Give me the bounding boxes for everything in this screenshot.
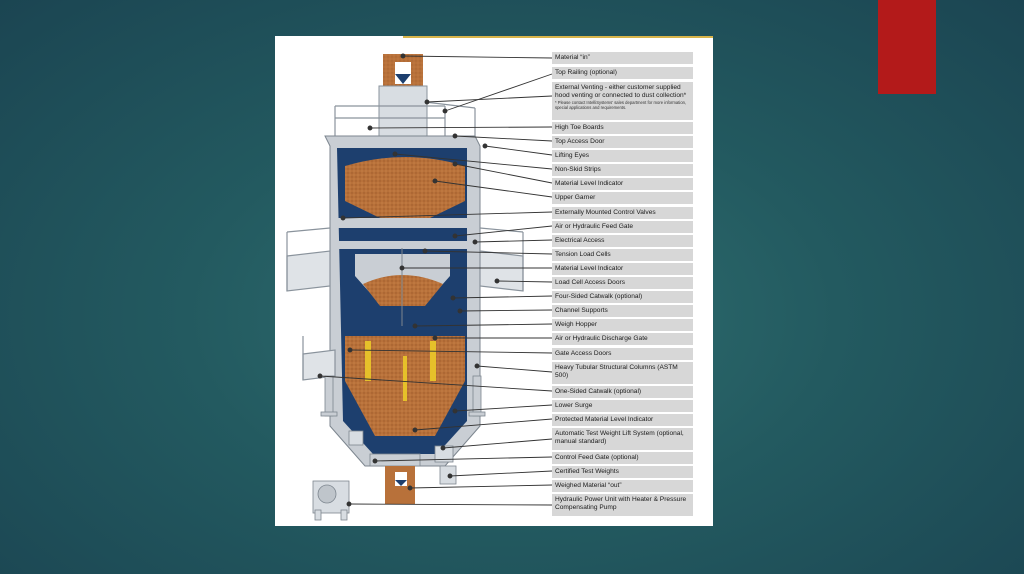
callout-label: One-Sided Catwalk (optional) — [552, 386, 693, 398]
callout-label: Electrical Access — [552, 235, 693, 247]
callout-label: Certified Test Weights — [552, 466, 693, 478]
feed-gate-plate — [337, 241, 467, 249]
callout-label: High Toe Boards — [552, 122, 693, 134]
callout-label: Air or Hydraulic Discharge Gate — [552, 333, 693, 345]
garner-floor — [337, 218, 467, 228]
callout-label: Material “in” — [552, 52, 693, 64]
callout-label: Top Railing (optional) — [552, 67, 693, 79]
hydraulic-power-unit — [313, 481, 349, 520]
diagram-panel: Material “in” Top Railing (optional) Ext… — [275, 36, 713, 526]
callout-label: Protected Material Level Indicator — [552, 414, 693, 426]
callout-label: Upper Garner — [552, 192, 693, 204]
callout-label: Non-Skid Strips — [552, 164, 693, 176]
callout-label: Load Cell Access Doors — [552, 277, 693, 289]
callout-label: Material Level Indicator — [552, 263, 693, 275]
callout-label: Externally Mounted Control Valves — [552, 207, 693, 219]
outlet-chute — [370, 454, 420, 504]
callout-label: External Venting - either customer suppl… — [552, 82, 693, 120]
callout-label: Control Feed Gate (optional) — [552, 452, 693, 464]
callout-note: * Please contact IntelliSystems' sales d… — [555, 100, 690, 110]
accent-bar — [878, 0, 936, 94]
callout-label: Weighed Material “out” — [552, 480, 693, 492]
callout-label: Heavy Tubular Structural Columns (ASTM 5… — [552, 362, 693, 384]
callout-label: Material Level Indicator — [552, 178, 693, 190]
callout-label: Tension Load Cells — [552, 249, 693, 261]
callout-label: Top Access Door — [552, 136, 693, 148]
callout-label: Weigh Hopper — [552, 319, 693, 331]
callout-label: Channel Supports — [552, 305, 693, 317]
callout-label: Lower Surge — [552, 400, 693, 412]
upper-garner — [345, 157, 465, 218]
callout-label: Gate Access Doors — [552, 348, 693, 360]
callout-label: Air or Hydraulic Feed Gate — [552, 221, 693, 233]
callout-label: Lifting Eyes — [552, 150, 693, 162]
callout-label: Automatic Test Weight Lift System (optio… — [552, 428, 693, 450]
callout-label: Four-Sided Catwalk (optional) — [552, 291, 693, 303]
callout-label: Hydraulic Power Unit with Heater & Press… — [552, 494, 693, 516]
